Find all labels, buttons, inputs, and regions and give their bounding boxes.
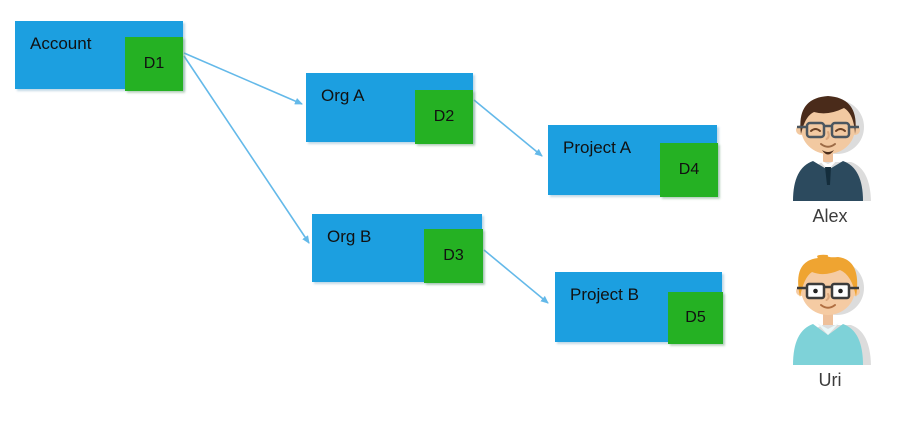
node-org-a-label: Org A [321, 86, 365, 105]
node-project-b: Project B D5 [555, 272, 723, 344]
badge-d2: D2 [415, 90, 473, 144]
badge-d1: D1 [125, 37, 183, 91]
user-alex-name: Alex [812, 206, 848, 226]
edge-org-b-project-b [483, 249, 549, 304]
node-project-a-label: Project A [563, 138, 632, 157]
node-org-b-label: Org B [327, 227, 372, 246]
badge-d3: D3 [424, 229, 483, 283]
user-alex: Alex [778, 86, 882, 227]
edge-org-a-project-a [473, 99, 543, 157]
avatar-alex-icon [793, 96, 871, 201]
node-account: Account D1 [15, 21, 183, 91]
user-uri: Uri [778, 247, 882, 391]
badge-d5: D5 [668, 292, 723, 344]
user-uri-name: Uri [818, 370, 842, 390]
edge-account-org-a [183, 52, 303, 105]
badge-d4: D4 [660, 143, 718, 197]
node-project-b-label: Project B [570, 285, 639, 304]
node-account-label: Account [30, 34, 92, 53]
edge-account-org-b [183, 55, 310, 244]
node-org-b: Org B D3 [312, 214, 483, 283]
node-org-a: Org A D2 [306, 73, 473, 144]
node-project-a: Project A D4 [548, 125, 718, 197]
avatar-uri-icon [793, 254, 871, 365]
